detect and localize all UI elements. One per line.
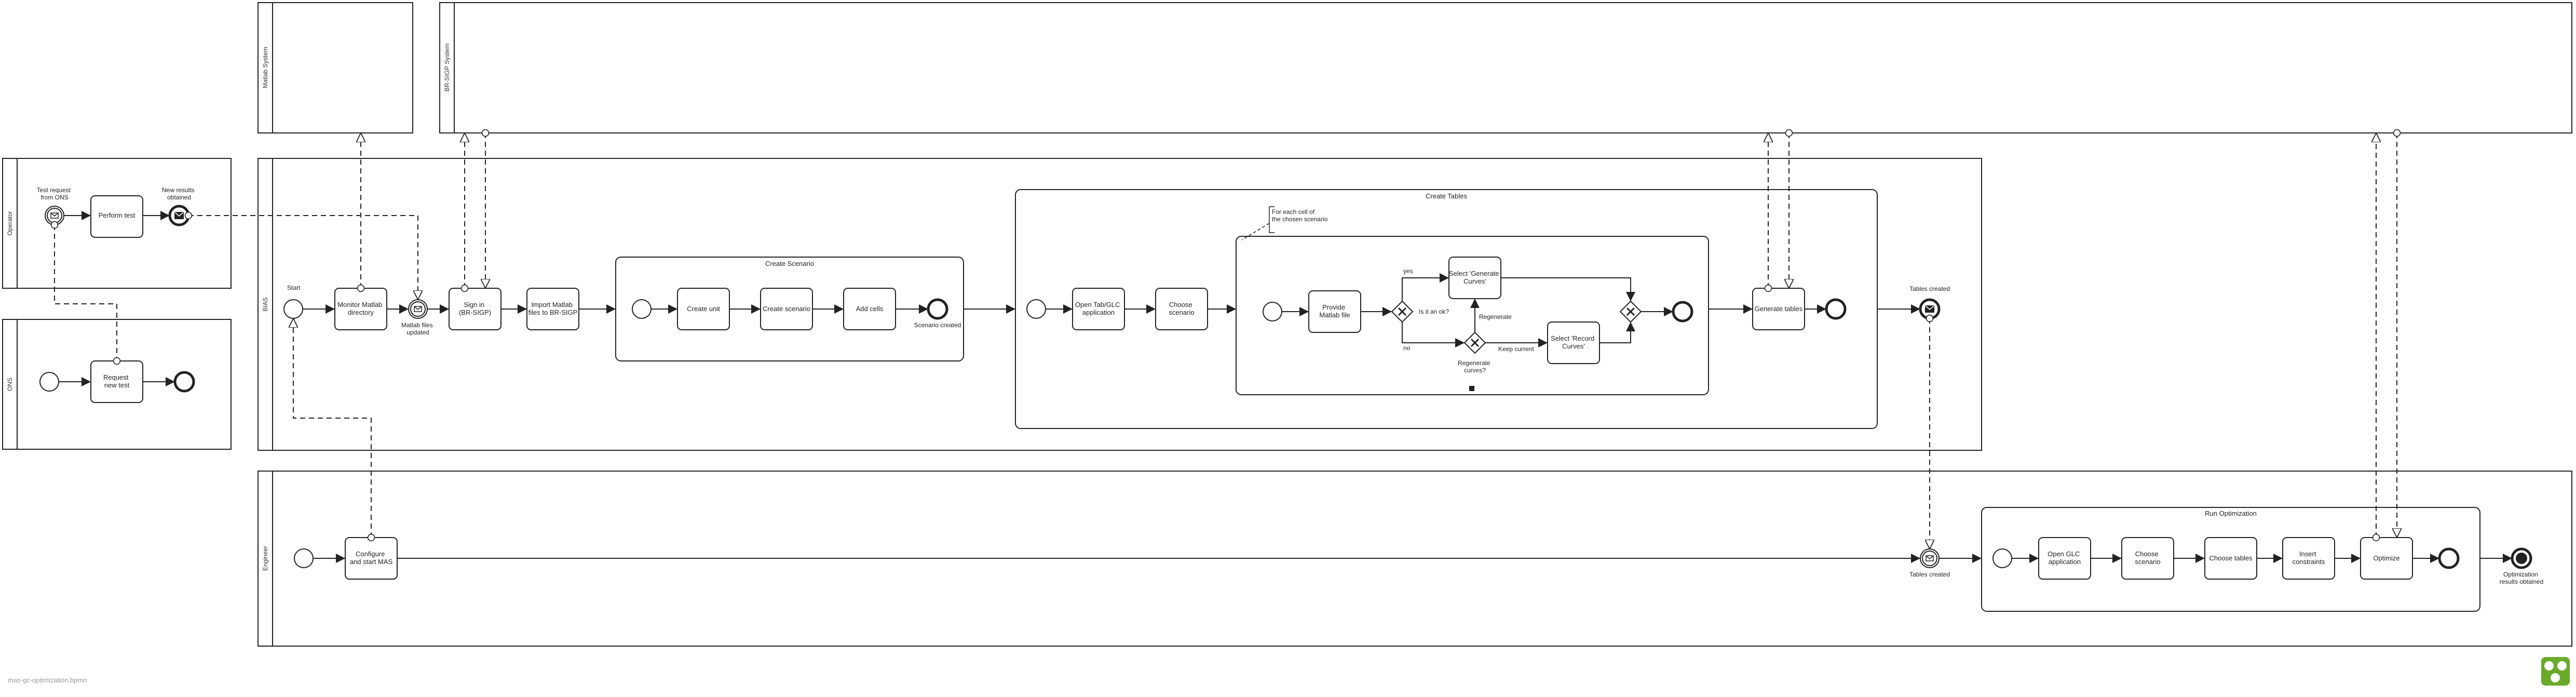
pool-label-operator: Operator — [6, 211, 13, 235]
text-configure-mas: Configure and start MAS — [350, 550, 393, 566]
text-select-generate: Select 'Generate Curves' — [1449, 270, 1501, 285]
end-event-optimization-results — [2511, 547, 2532, 569]
message-end-event-new-results — [168, 205, 190, 226]
pool-label-matlab: Matlab System — [262, 47, 269, 88]
text-perform-test: Perform test — [99, 211, 135, 219]
text-sign-in: Sign in (BR-SIGP) — [459, 301, 491, 316]
start-event-ons — [39, 372, 59, 392]
label-test-request: Test request from ONS — [37, 186, 73, 201]
text-provide-matlab: Provide Matlab file — [1319, 303, 1350, 319]
label-keep-current: Keep current — [1498, 345, 1534, 353]
title-create-scenario: Create Scenario — [765, 260, 814, 267]
title-create-tables: Create Tables — [1426, 192, 1467, 200]
message-catch-matlab-updated — [408, 299, 428, 319]
message-catch-tables-created-eng — [1920, 548, 1940, 568]
text-annotation — [1241, 206, 1275, 240]
label-tables-created: Tables created — [1909, 285, 1950, 292]
pool-br-sigp — [439, 2, 2572, 133]
message-start-event-operator — [45, 206, 64, 225]
text-insert-constraints: Insert constraints — [2293, 550, 2325, 566]
pool-engineer — [257, 471, 2572, 647]
label-new-results: New results obtained — [162, 186, 196, 201]
start-event-optimization — [1992, 548, 2012, 568]
label-start: Start — [287, 284, 301, 291]
start-event-engineer — [294, 548, 314, 568]
label-scenario-created: Scenario created — [914, 321, 961, 329]
text-select-record: Select 'Record Curves' — [1551, 334, 1596, 350]
loop-marker-icon — [1469, 386, 1474, 391]
text-create-scenario-task: Create scenario — [763, 305, 810, 313]
label-tables-created-eng: Tables created — [1909, 571, 1950, 578]
start-event-tables — [1026, 299, 1046, 319]
end-event-optimization — [2438, 547, 2460, 569]
gateway-merge — [1619, 300, 1642, 323]
end-event-ons — [173, 371, 195, 393]
text-import: Import Matlab files to BR-SIGP — [528, 301, 578, 316]
pool-label-bias: BIAS — [262, 297, 269, 311]
text-create-unit: Create unit — [687, 305, 720, 313]
message-end-event-tables-created — [1919, 298, 1941, 320]
text-choose-scenario: Choose scenario — [1169, 301, 1194, 316]
bpmn-io-logo-icon[interactable] — [2541, 657, 2570, 686]
text-choose-tables: Choose tables — [2209, 554, 2253, 562]
title-run-optimization: Run Optimization — [2205, 510, 2257, 517]
start-event-bias — [283, 299, 303, 319]
text-monitor: Monitor Matlab directory — [337, 301, 384, 316]
label-is-ok: Is it an ok? — [1419, 308, 1449, 315]
text-open-tabglc: Open Tab/GLC application — [1075, 301, 1122, 316]
gateway-regenerate — [1463, 331, 1486, 354]
subprocess-cell-loop[interactable] — [1236, 236, 1709, 395]
label-matlab-updated: Matlab files updated — [401, 321, 435, 336]
message-flows — [50, 133, 2397, 549]
end-event-tables — [1825, 298, 1847, 320]
sequence-flows — [59, 211, 2512, 563]
pool-label-br: BR-SIGP System — [443, 44, 451, 91]
label-no: no — [1403, 344, 1411, 352]
text-optimize: Optimize — [2373, 554, 2399, 562]
end-event-cell — [1672, 301, 1693, 323]
text-choose-scenario-eng: Choose scenario — [2135, 550, 2160, 566]
start-event-cell — [1263, 302, 1282, 321]
subprocess-run-optimization[interactable] — [1981, 507, 2480, 612]
pool-label-engineer: Engineer — [262, 546, 269, 571]
footer-filename: mas-gc-optimization.bpmn — [8, 676, 87, 684]
pool-label-ons: ONS — [6, 378, 13, 391]
label-regenerate-question: Regenerate curves? — [1458, 359, 1492, 374]
text-annotation-content: For each cell of the chosen scenario — [1272, 208, 1328, 223]
label-regenerate: Regenerate — [1479, 313, 1512, 320]
end-event-scenario — [927, 298, 948, 320]
pool-matlab — [257, 2, 413, 133]
label-yes: yes — [1403, 267, 1413, 275]
pool-bias — [257, 158, 1982, 451]
text-request-test: Request new test — [103, 373, 130, 389]
start-event-scenario — [632, 299, 652, 319]
pool-operator — [2, 158, 232, 289]
text-open-glc: Open GLC application — [2048, 550, 2082, 566]
text-add-cells: Add cells — [856, 305, 884, 313]
text-generate-tables: Generate tables — [1755, 305, 1803, 313]
label-results-obtained: Optimization results obtained — [2500, 571, 2544, 585]
gateway-is-ok — [1391, 300, 1414, 323]
